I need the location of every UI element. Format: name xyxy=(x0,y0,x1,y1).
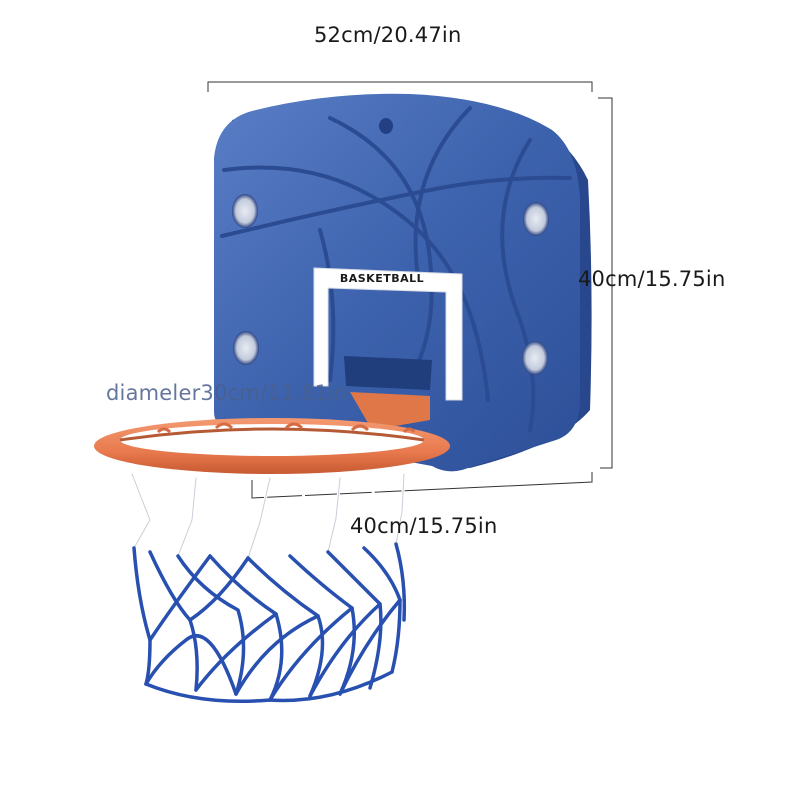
board-text: BASKETBALL xyxy=(340,272,424,285)
rim-bracket xyxy=(350,392,430,430)
backboard xyxy=(214,93,592,472)
width-dimension-label: 52cm/20.47in xyxy=(314,23,462,47)
dimension-lines xyxy=(207,81,613,499)
mounting-hole-bottom-right xyxy=(522,341,548,375)
net-hooks xyxy=(156,422,416,434)
mounting-hole-bottom-left xyxy=(233,331,259,365)
height-dimension-line xyxy=(598,97,613,469)
ball-seams xyxy=(220,106,572,432)
rim-inner-edge xyxy=(119,427,425,442)
rim xyxy=(94,392,450,474)
mounting-hole-top-left xyxy=(232,194,258,228)
depth-dimension-line xyxy=(251,472,593,499)
depth-dimension-label: 40cm/15.75in xyxy=(350,514,498,538)
net xyxy=(130,472,407,703)
hanging-hole xyxy=(379,118,393,134)
rim-mount-bracket xyxy=(344,356,432,390)
height-dimension-label: 40cm/15.75in xyxy=(578,267,726,291)
target-square xyxy=(313,267,463,401)
width-dimension-line xyxy=(207,81,593,92)
diameter-dimension-label: diameler30cm/11.81in xyxy=(106,381,348,405)
mounting-hole-top-right xyxy=(523,202,549,236)
mounting-holes xyxy=(232,194,549,375)
net-top-white-outline xyxy=(131,473,405,559)
net-bottom-blue xyxy=(132,542,407,703)
